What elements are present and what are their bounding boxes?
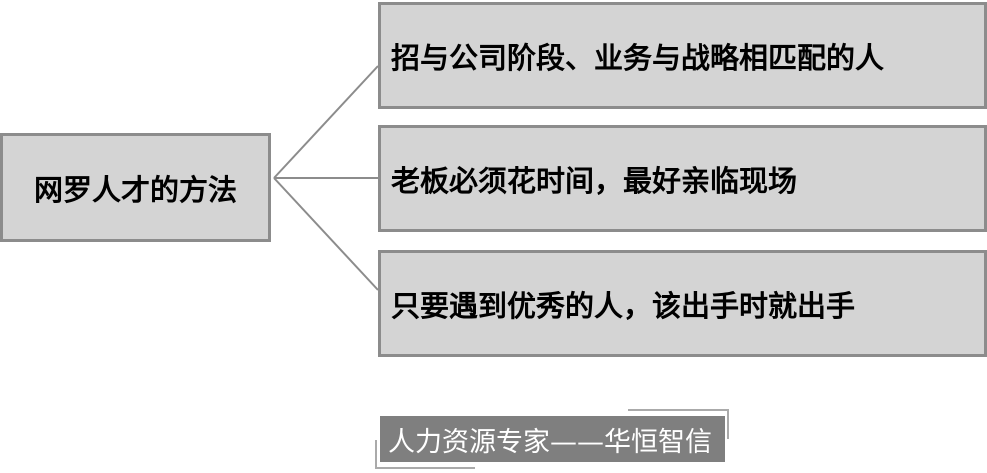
footer-watermark: 人力资源专家——华恒智信 bbox=[380, 416, 725, 462]
branch-node-2: 老板必须花时间，最好亲临现场 bbox=[378, 125, 987, 232]
branch-node-label: 老板必须花时间，最好亲临现场 bbox=[391, 163, 798, 198]
root-node-label: 网罗人才的方法 bbox=[33, 172, 237, 207]
branch-node-1: 招与公司阶段、业务与战略相匹配的人 bbox=[378, 2, 987, 109]
footer-bracket-left bbox=[375, 440, 377, 468]
footer-label: 人力资源专家——华恒智信 bbox=[388, 426, 712, 458]
connector-line-3 bbox=[273, 177, 379, 291]
branch-node-label: 招与公司阶段、业务与战略相匹配的人 bbox=[391, 40, 885, 75]
branch-node-3: 只要遇到优秀的人，该出手时就出手 bbox=[378, 250, 987, 357]
root-node: 网罗人才的方法 bbox=[0, 133, 271, 242]
footer-bracket-right bbox=[727, 409, 729, 439]
branch-node-label: 只要遇到优秀的人，该出手时就出手 bbox=[391, 288, 856, 323]
footer-bracket-bottom bbox=[375, 467, 475, 469]
footer-bracket-top bbox=[628, 409, 728, 411]
connector-line-1 bbox=[273, 65, 379, 179]
